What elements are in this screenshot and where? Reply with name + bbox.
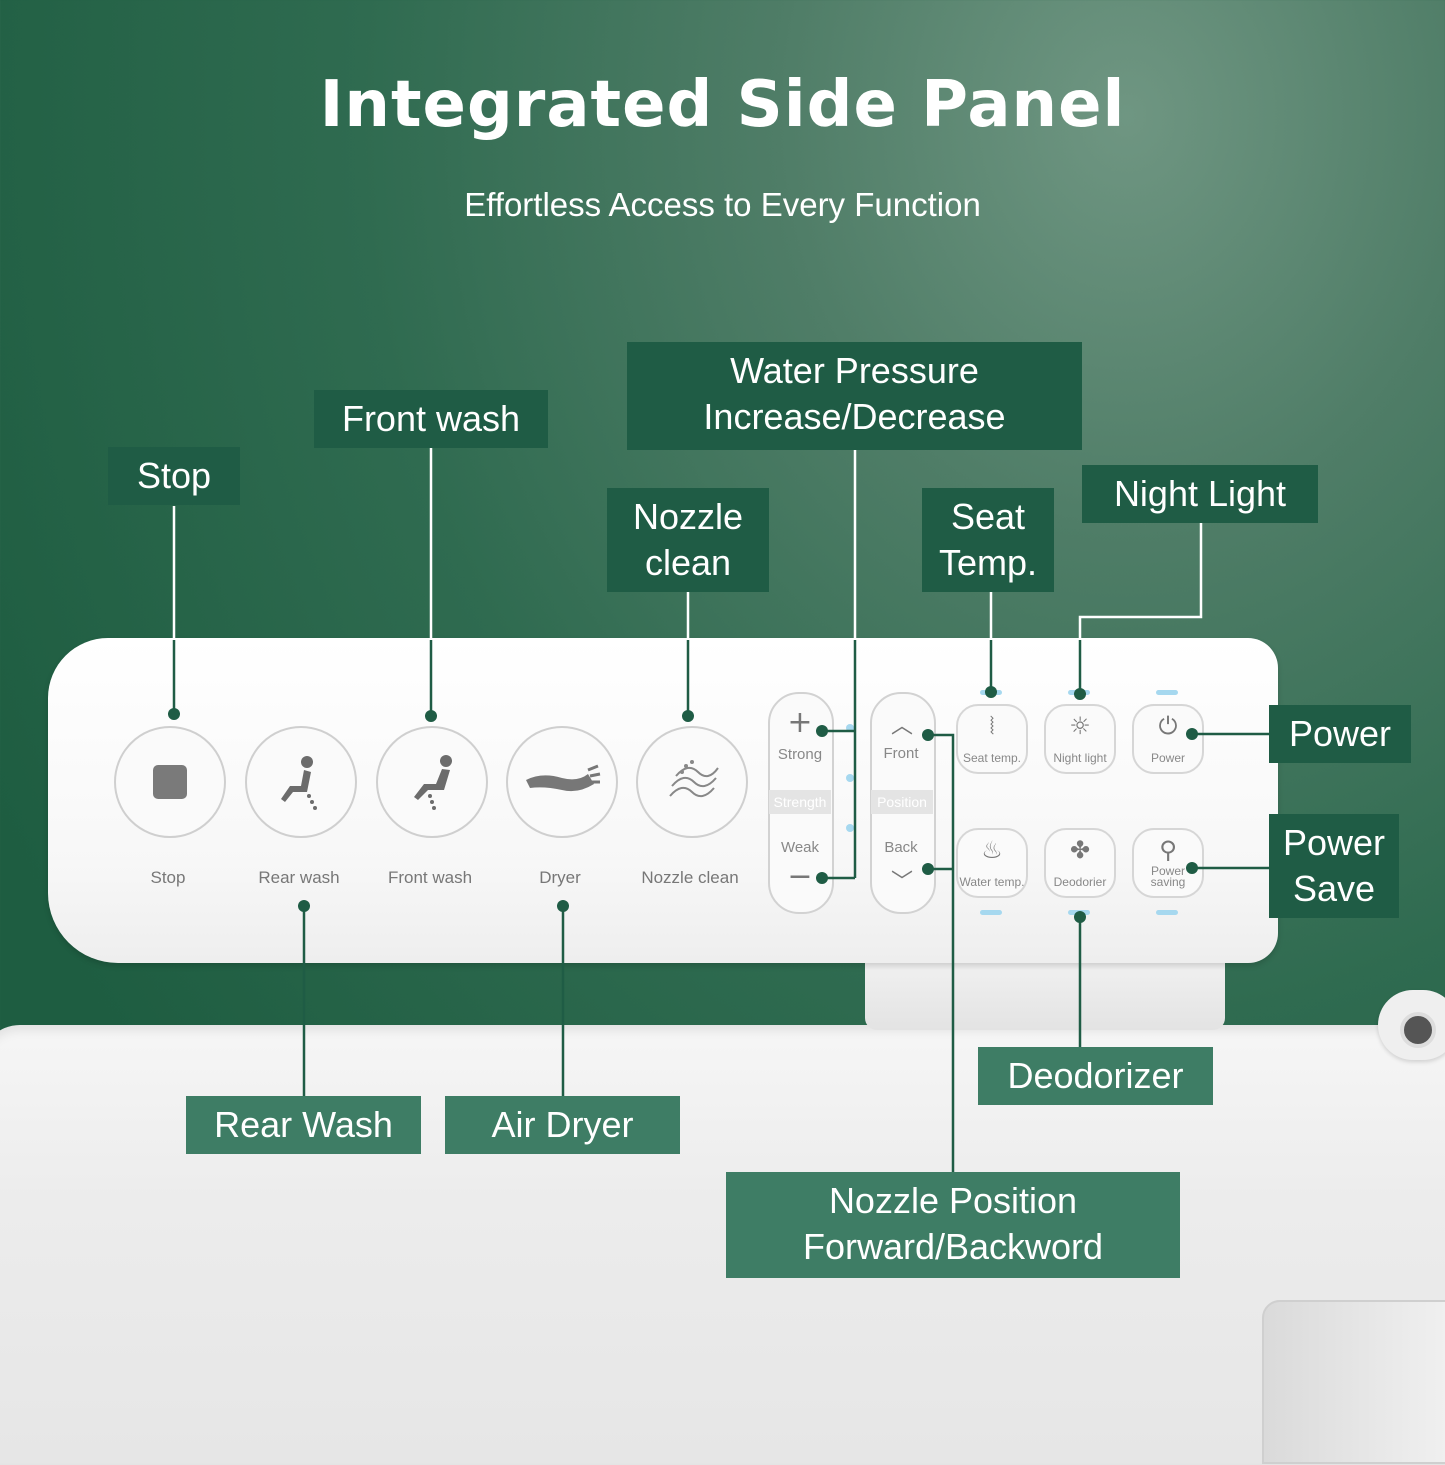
callout-front-wash: Front wash bbox=[314, 390, 548, 448]
deodorizer-button[interactable]: ✤ Deodorier bbox=[1044, 828, 1116, 898]
power-icon: ⏻ bbox=[1158, 712, 1178, 740]
strength-led bbox=[846, 724, 854, 732]
rear-wash-button-label: Rear wash bbox=[258, 868, 340, 887]
night-light-icon: ☼ bbox=[1069, 712, 1091, 740]
front-wash-icon bbox=[414, 755, 452, 810]
hinge-bolt bbox=[1400, 1012, 1436, 1048]
strength-mid-label: Strength bbox=[769, 790, 831, 814]
callout-stop: Stop bbox=[108, 447, 240, 505]
callout-seat-temp: Seat Temp. bbox=[922, 488, 1054, 592]
callout-nozzle-clean: Nozzle clean bbox=[607, 488, 769, 592]
position-mid-label: Position bbox=[871, 790, 933, 814]
rear-wash-icon bbox=[281, 756, 317, 810]
dryer-icon bbox=[526, 764, 601, 792]
front-wash-button-label: Front wash bbox=[387, 868, 473, 887]
water-temp-button[interactable]: ♨ Water temp. bbox=[956, 828, 1028, 898]
seat-temp-label: Seat temp. bbox=[962, 751, 1022, 765]
water-temp-label: Water temp. bbox=[959, 875, 1025, 889]
position-front-label: Front bbox=[883, 745, 919, 762]
page-title: Integrated Side Panel bbox=[319, 68, 1126, 142]
water-temp-led bbox=[980, 910, 1002, 915]
callout-water-pressure: Water Pressure Increase/Decrease bbox=[627, 342, 1082, 450]
callout-nozzle-position: Nozzle Position Forward/Backword bbox=[726, 1172, 1180, 1278]
nozzle-clean-button[interactable] bbox=[636, 726, 748, 838]
seat-temp-icon: ⦚ bbox=[989, 712, 995, 740]
strength-strong-label: Strong bbox=[777, 746, 823, 763]
seat-temp-button[interactable]: ⦚ Seat temp. bbox=[956, 704, 1028, 774]
dryer-button-label: Dryer bbox=[539, 868, 581, 887]
nozzle-clean-icon bbox=[669, 760, 719, 798]
water-temp-icon: ♨ bbox=[981, 836, 1003, 864]
callout-air-dryer: Air Dryer bbox=[445, 1096, 680, 1154]
power-saving-icon: ⚲ bbox=[1159, 836, 1177, 864]
stop-button-label: Stop bbox=[150, 868, 186, 887]
plus-icon[interactable]: + bbox=[787, 705, 813, 740]
rear-wash-button[interactable] bbox=[245, 726, 357, 838]
callout-deodorizer: Deodorizer bbox=[978, 1047, 1213, 1105]
callout-night-light: Night Light bbox=[1082, 465, 1318, 523]
strength-weak-label: Weak bbox=[780, 839, 820, 856]
strength-led bbox=[846, 824, 854, 832]
power-led bbox=[1156, 690, 1178, 695]
power-saving-label: Power saving bbox=[1150, 864, 1186, 889]
power-label: Power bbox=[1150, 751, 1185, 765]
callout-rear-wash: Rear Wash bbox=[186, 1096, 421, 1154]
position-back-label: Back bbox=[884, 839, 918, 856]
callout-power: Power bbox=[1269, 705, 1411, 763]
night-light-label: Night light bbox=[1053, 751, 1107, 765]
dryer-button[interactable] bbox=[506, 726, 618, 838]
stop-square-icon bbox=[153, 765, 187, 799]
power-saving-led bbox=[1156, 910, 1178, 915]
deodorizer-label: Deodorier bbox=[1053, 875, 1107, 889]
page-subtitle: Effortless Access to Every Function bbox=[464, 186, 981, 223]
deodorizer-fan-icon: ✤ bbox=[1069, 836, 1091, 864]
minus-icon[interactable]: − bbox=[787, 859, 813, 894]
callout-power-save: Power Save bbox=[1269, 814, 1399, 918]
stop-button[interactable] bbox=[114, 726, 226, 838]
power-button[interactable]: ⏻ Power bbox=[1132, 704, 1204, 774]
night-light-button[interactable]: ☼ Night light bbox=[1044, 704, 1116, 774]
strength-led bbox=[846, 774, 854, 782]
nozzle-clean-button-label: Nozzle clean bbox=[641, 868, 739, 887]
panel-bracket bbox=[865, 950, 1225, 1030]
front-wash-button[interactable] bbox=[376, 726, 488, 838]
